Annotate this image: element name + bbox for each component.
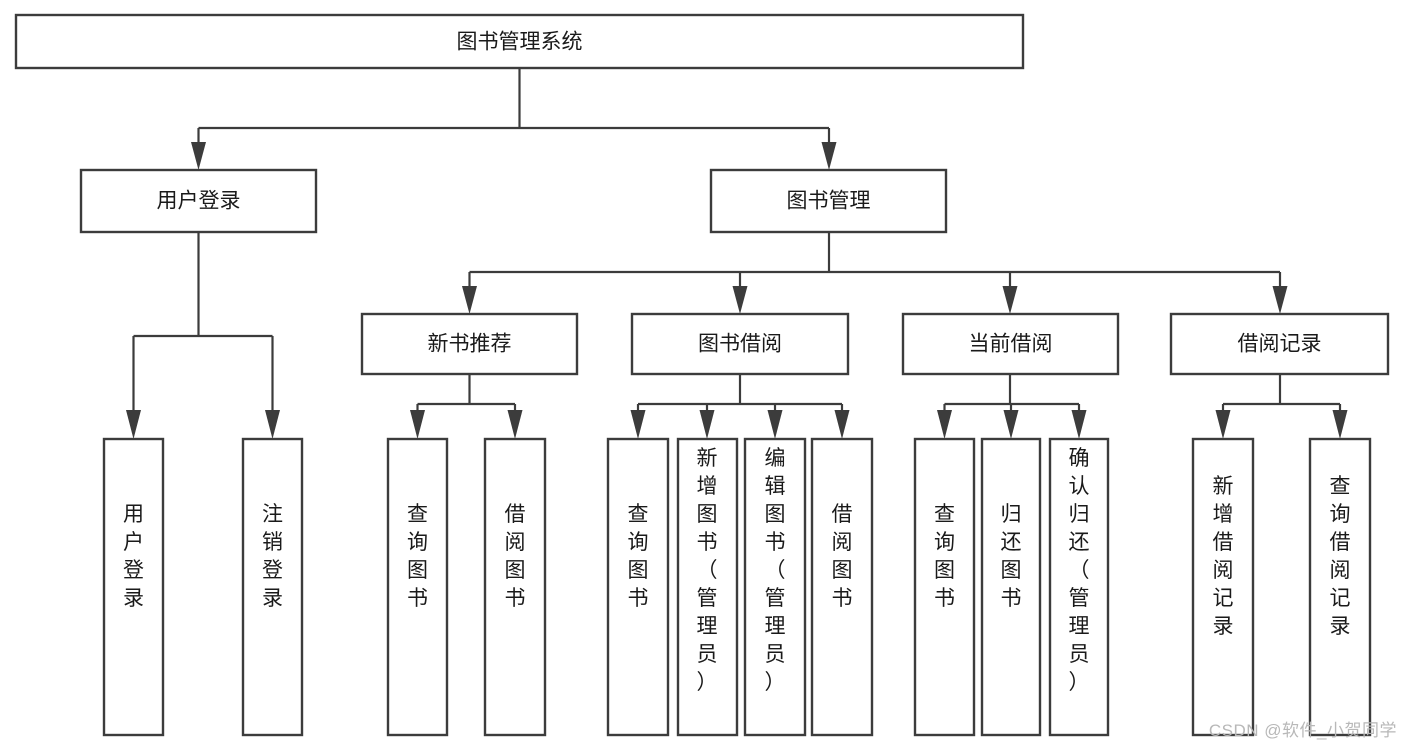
node-leaf-query-book-1[interactable]: 查询图书 xyxy=(386,437,449,737)
connector-group-book-borrow xyxy=(630,374,850,439)
node-leaf-add-book[interactable]: 新增图书（管理员） xyxy=(676,437,739,737)
node-current-borrow-label: 当前借阅 xyxy=(969,333,1053,356)
node-leaf-confirm-return[interactable]: 确认归还（管理员） xyxy=(1048,437,1110,737)
node-new-book-rec[interactable]: 新书推荐 xyxy=(360,312,579,376)
node-leaf-query-book-2[interactable]: 查询图书 xyxy=(606,437,670,737)
node-leaf-add-record[interactable]: 新增借阅记录 xyxy=(1191,437,1255,737)
node-leaf-borrow-book-1[interactable]: 借阅图书 xyxy=(483,437,547,737)
connector-group-borrow-record xyxy=(1215,374,1348,439)
arrow-head-leaf-borrow-book-2 xyxy=(834,410,850,439)
arrow-head-current-borrow xyxy=(1002,286,1018,314)
arrow-head-leaf-query-book-2 xyxy=(630,410,646,439)
node-leaf-borrow-book-2-box[interactable] xyxy=(810,437,874,737)
node-borrow-record-label: 借阅记录 xyxy=(1238,333,1322,356)
node-book-mgmt-box[interactable] xyxy=(709,168,948,234)
node-leaf-query-book-3-box[interactable] xyxy=(913,437,976,737)
connector-group-new-book-rec xyxy=(410,374,523,439)
node-leaf-add-record-box[interactable] xyxy=(1191,437,1255,737)
node-leaf-query-book-1-label: 查询图书 xyxy=(407,503,428,610)
node-leaf-user-logout-box[interactable] xyxy=(241,437,304,737)
node-new-book-rec-box[interactable] xyxy=(360,312,579,376)
connector-group-current-borrow xyxy=(937,374,1087,439)
arrow-head-leaf-user-logout xyxy=(265,410,280,439)
arrow-head-leaf-query-book-3 xyxy=(937,410,952,439)
node-borrow-record-box[interactable] xyxy=(1169,312,1390,376)
node-leaf-user-login-box[interactable] xyxy=(102,437,165,737)
node-root-label: 图书管理系统 xyxy=(457,31,583,54)
node-leaf-borrow-book-2[interactable]: 借阅图书 xyxy=(810,437,874,737)
arrow-head-borrow-record xyxy=(1272,286,1288,314)
node-leaf-return-book[interactable]: 归还图书 xyxy=(980,437,1042,737)
node-leaf-borrow-book-1-box[interactable] xyxy=(483,437,547,737)
node-user-login-label: 用户登录 xyxy=(157,190,241,213)
arrow-head-leaf-edit-book xyxy=(767,410,783,439)
arrow-head-book-borrow xyxy=(732,286,748,314)
node-leaf-borrow-book-1-label: 借阅图书 xyxy=(505,503,526,610)
node-leaf-user-logout-label: 注销登录 xyxy=(262,503,283,610)
node-book-borrow-box[interactable] xyxy=(630,312,850,376)
node-leaf-return-book-label: 归还图书 xyxy=(1001,503,1022,610)
node-leaf-query-book-2-label: 查询图书 xyxy=(628,503,649,610)
node-leaf-borrow-book-2-label: 借阅图书 xyxy=(832,503,853,610)
node-current-borrow-box[interactable] xyxy=(901,312,1120,376)
node-borrow-record[interactable]: 借阅记录 xyxy=(1169,312,1390,376)
node-leaf-user-logout[interactable]: 注销登录 xyxy=(241,437,304,737)
node-leaf-query-book-3[interactable]: 查询图书 xyxy=(913,437,976,737)
node-leaf-return-book-box[interactable] xyxy=(980,437,1042,737)
arrow-head-book-mgmt xyxy=(821,142,837,170)
arrow-head-leaf-confirm-return xyxy=(1071,410,1087,439)
arrow-head-leaf-borrow-book-1 xyxy=(507,410,523,439)
node-book-borrow-label: 图书借阅 xyxy=(698,333,782,356)
arrow-head-leaf-add-record xyxy=(1215,410,1231,439)
node-leaf-edit-book-box[interactable] xyxy=(743,437,807,737)
node-new-book-rec-label: 新书推荐 xyxy=(428,333,512,356)
node-book-mgmt-label: 图书管理 xyxy=(787,190,871,213)
node-leaf-user-login[interactable]: 用户登录 xyxy=(102,437,165,737)
node-leaf-confirm-return-label: 确认归还（管理员） xyxy=(1069,447,1090,694)
node-leaf-edit-book-label: 编辑图书（管理员） xyxy=(765,447,786,694)
node-leaf-query-record-label: 查询借阅记录 xyxy=(1330,475,1351,638)
node-leaf-edit-book[interactable]: 编辑图书（管理员） xyxy=(743,437,807,737)
node-user-login[interactable]: 用户登录 xyxy=(79,168,318,234)
node-book-mgmt[interactable]: 图书管理 xyxy=(709,168,948,234)
node-root-box[interactable] xyxy=(14,13,1025,70)
connector-group-book-mgmt xyxy=(462,232,1288,314)
arrow-head-leaf-user-login xyxy=(126,410,141,439)
connector-group-root xyxy=(191,68,837,170)
node-root[interactable]: 图书管理系统 xyxy=(14,13,1025,70)
node-leaf-query-book-2-box[interactable] xyxy=(606,437,670,737)
node-leaf-query-book-3-label: 查询图书 xyxy=(934,503,955,610)
node-leaf-add-record-label: 新增借阅记录 xyxy=(1213,475,1234,638)
arrow-head-leaf-query-record xyxy=(1332,410,1348,439)
node-leaf-user-login-label: 用户登录 xyxy=(123,503,144,610)
node-leaf-add-book-box[interactable] xyxy=(676,437,739,737)
node-leaf-confirm-return-box[interactable] xyxy=(1048,437,1110,737)
node-leaf-query-record[interactable]: 查询借阅记录 xyxy=(1308,437,1372,737)
node-current-borrow[interactable]: 当前借阅 xyxy=(901,312,1120,376)
arrow-head-user-login xyxy=(191,142,206,170)
node-leaf-add-book-label: 新增图书（管理员） xyxy=(697,447,718,694)
arrow-head-leaf-add-book xyxy=(699,410,715,439)
arrow-head-leaf-return-book xyxy=(1003,410,1019,439)
node-leaf-query-record-box[interactable] xyxy=(1308,437,1372,737)
node-leaf-query-book-1-box[interactable] xyxy=(386,437,449,737)
connector-group-user-login xyxy=(126,232,280,439)
arrow-head-leaf-query-book-1 xyxy=(410,410,425,439)
arrow-head-new-book-rec xyxy=(462,286,477,314)
node-user-login-box[interactable] xyxy=(79,168,318,234)
node-book-borrow[interactable]: 图书借阅 xyxy=(630,312,850,376)
